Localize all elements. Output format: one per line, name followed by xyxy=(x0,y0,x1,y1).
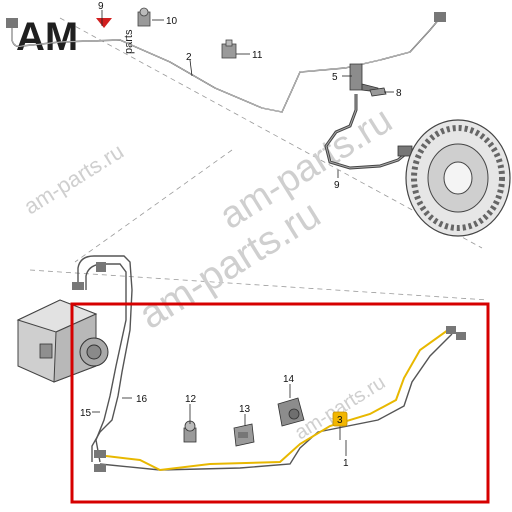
upper-right-fitting xyxy=(434,12,446,22)
rear-right-fitting-a xyxy=(446,326,456,334)
am-parts-logo: AM parts xyxy=(16,15,135,59)
rear-left-fitting-b xyxy=(94,464,106,472)
brake-disc xyxy=(405,119,511,237)
callout-3: 3 xyxy=(337,415,343,426)
part-10-clip xyxy=(137,7,151,27)
part-14-bracket xyxy=(277,397,305,427)
logo-accent-mark xyxy=(96,18,112,28)
part-12-clip xyxy=(183,420,197,443)
callout-1: 1 xyxy=(343,458,349,469)
callout-3-highlighted: 3 xyxy=(332,411,348,427)
callout-3-badge xyxy=(332,411,348,427)
part-11-clip xyxy=(221,39,237,59)
part-5-bracket xyxy=(349,63,379,93)
highlight-frame xyxy=(70,302,490,504)
leader-lines xyxy=(92,10,394,456)
part-9-brake-hose xyxy=(324,94,413,170)
callout-5: 5 xyxy=(332,72,338,83)
part-3-brake-line-highlighted xyxy=(105,329,449,472)
part-3-pipe xyxy=(105,329,449,472)
upper-brake-line-shine xyxy=(11,17,441,113)
callout-12: 12 xyxy=(185,394,197,405)
logo-sub: parts xyxy=(123,29,135,54)
abs-pipe-fitting-a xyxy=(72,282,84,290)
callout-13: 13 xyxy=(239,404,251,415)
guide-line-mid xyxy=(29,269,489,301)
part-1-brake-line xyxy=(99,333,453,471)
part-8-clip xyxy=(369,87,387,97)
guide-lines xyxy=(29,17,489,301)
rear-right-fitting-b xyxy=(456,332,466,340)
callout-14: 14 xyxy=(283,374,295,385)
upper-brake-line xyxy=(11,17,441,113)
pipe-15 xyxy=(77,255,133,462)
guide-line-top xyxy=(59,17,483,249)
callout-9-top: 9 xyxy=(98,1,104,12)
callout-8: 8 xyxy=(396,88,402,99)
callout-15: 15 xyxy=(80,408,92,419)
upper-left-fitting xyxy=(6,18,18,28)
callout-16: 16 xyxy=(136,394,148,405)
callout-2: 2 xyxy=(186,52,192,63)
part-13-holder xyxy=(233,423,255,447)
callout-9-hose: 9 xyxy=(334,180,340,191)
abs-hydraulic-unit xyxy=(16,299,109,383)
callout-10: 10 xyxy=(166,16,178,27)
part-1-pipe xyxy=(99,333,453,471)
callout-11: 11 xyxy=(252,50,263,61)
watermark-left: am-parts.ru xyxy=(19,138,128,219)
rear-left-fitting-a xyxy=(94,450,106,458)
abs-pipe-fitting-b xyxy=(96,262,106,272)
logo-letters: AM xyxy=(16,15,78,59)
